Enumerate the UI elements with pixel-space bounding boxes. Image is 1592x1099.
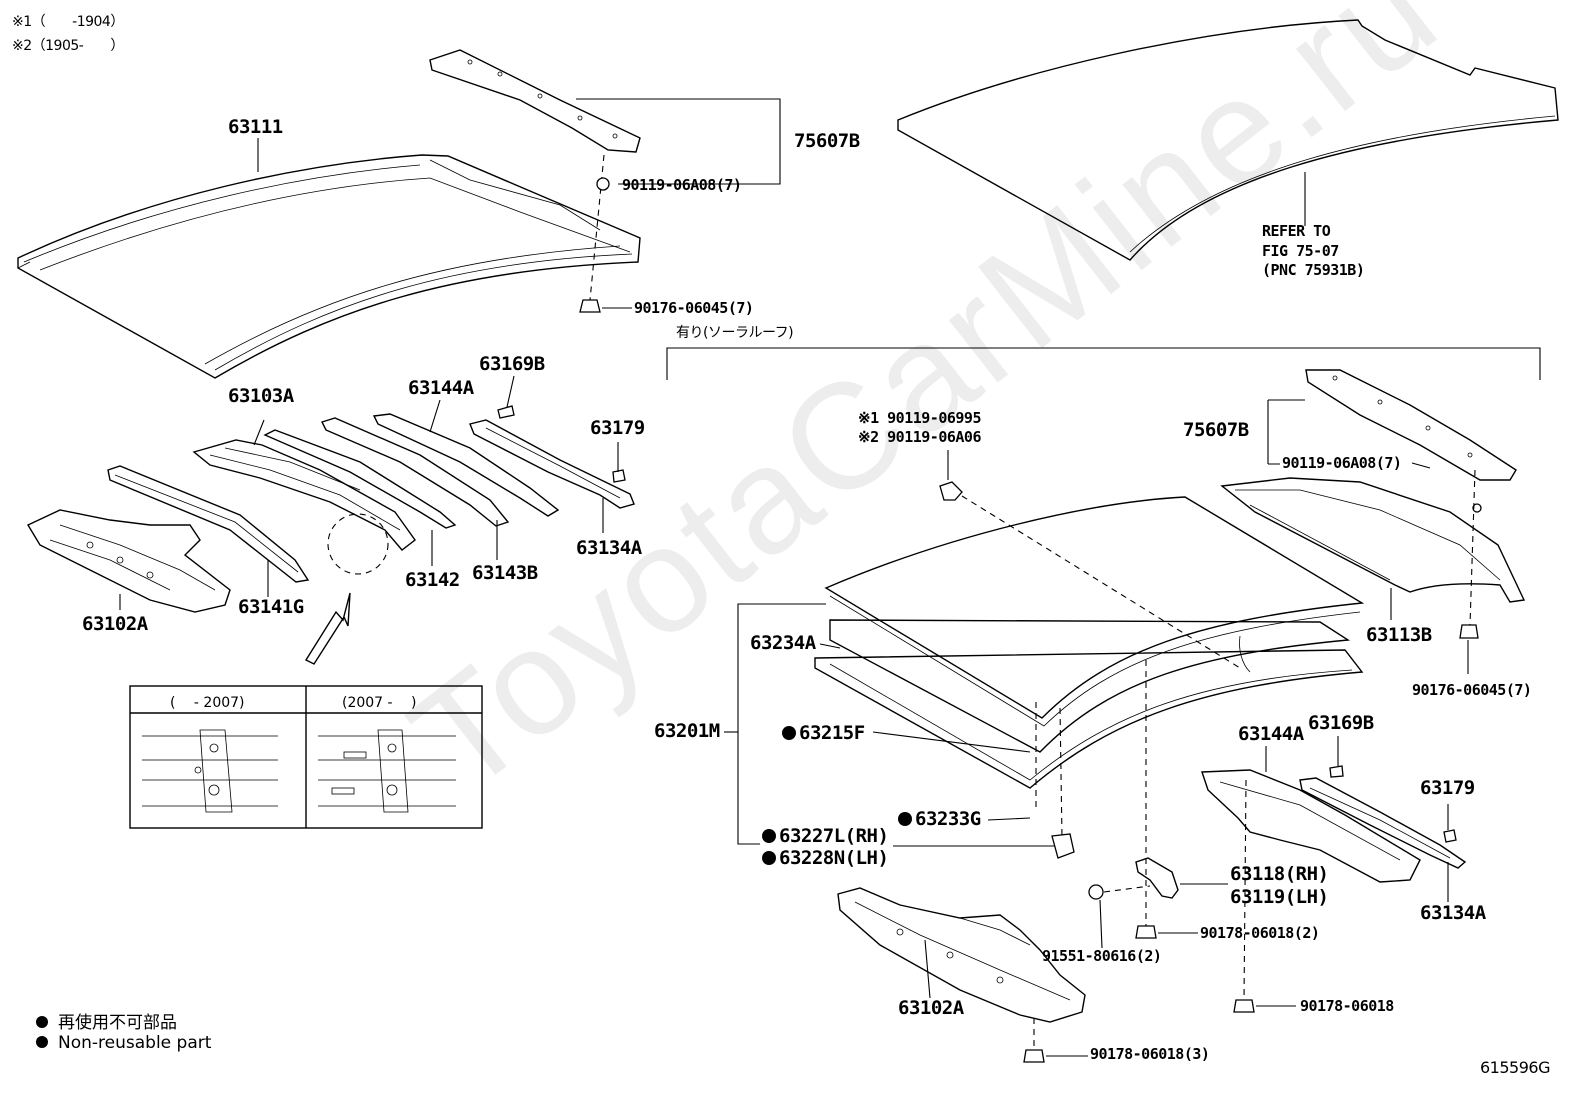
inset-left-title: ( - 2007) <box>170 695 245 711</box>
label-63201M: 63201M <box>654 720 720 742</box>
label-63103A: 63103A <box>228 385 294 407</box>
label-63144A-right: 63144A <box>1238 723 1304 745</box>
label-63169B-right: 63169B <box>1308 712 1374 734</box>
label-90178-06018: 90178-06018 <box>1300 997 1394 1015</box>
rail-63141G <box>107 465 310 583</box>
label-63179-right: 63179 <box>1420 777 1475 799</box>
refer-line-2: FIG 75-07 <box>1262 242 1339 260</box>
label-90178-06018-2: 90178-06018(2) <box>1200 924 1320 942</box>
label-90119-06A08-top: 90119-06A08(7) <box>622 176 742 194</box>
rail-63142 <box>263 429 457 529</box>
label-90119-06A08-right: 90119-06A08(7) <box>1282 454 1402 472</box>
label-63227L: 63227L(RH) <box>762 826 889 846</box>
label-91551-80616: 91551-80616(2) <box>1042 947 1162 965</box>
inset-right-title: (2007 - ) <box>342 695 417 711</box>
solar-roof-note: 有り(ソーラルーフ) <box>676 325 794 341</box>
label-63169B-left: 63169B <box>479 353 545 375</box>
bracket-75607B-right <box>1305 369 1517 481</box>
figure-id: 615596G <box>1480 1058 1550 1077</box>
refer-line-1: REFER TO <box>1262 222 1331 240</box>
label-63143B: 63143B <box>472 562 538 584</box>
label-63142: 63142 <box>405 569 460 591</box>
label-63102A-right: 63102A <box>898 997 964 1019</box>
roof-panel-left <box>17 154 641 379</box>
label-90176-06045-right: 90176-06045(7) <box>1412 681 1532 699</box>
rear-header-63102A-left <box>27 509 231 613</box>
glass-roof-63201M <box>824 496 1365 727</box>
legend-en: Non-reusable part <box>36 1033 211 1053</box>
label-63111: 63111 <box>228 116 283 138</box>
label-63141G: 63141G <box>238 596 304 618</box>
label-90119-06995: ※1 90119-06995 <box>858 409 981 427</box>
rail-63103A <box>192 439 416 551</box>
non-reusable-dot <box>782 726 796 740</box>
rail-63134A-left <box>469 419 635 509</box>
non-reusable-dot <box>762 829 776 843</box>
label-63234A: 63234A <box>750 632 816 654</box>
inset-box <box>129 685 483 829</box>
note-2: ※2（1905- ） <box>12 38 124 54</box>
label-63119: 63119(LH) <box>1230 886 1329 908</box>
rail-63144A-right <box>1201 769 1421 883</box>
legend-jp: 再使用不可部品 <box>36 1008 177 1033</box>
label-90119-06A06: ※2 90119-06A06 <box>858 428 981 446</box>
non-reusable-dot <box>762 851 776 865</box>
legend-dot <box>36 1036 48 1048</box>
label-63179-left: 63179 <box>590 417 645 439</box>
rail-63143B <box>321 417 510 527</box>
rear-header-63102A-right <box>837 887 1086 1023</box>
bracket-75607B-top <box>429 49 641 153</box>
label-63102A-left: 63102A <box>82 613 148 635</box>
label-63233G: 63233G <box>898 809 981 829</box>
rail-63134A-right <box>1299 777 1467 869</box>
seal-63215F <box>814 649 1364 789</box>
non-reusable-dot <box>898 812 912 826</box>
label-63144A-left: 63144A <box>408 377 474 399</box>
label-90176-06045-top: 90176-06045(7) <box>634 299 754 317</box>
note-1: ※1（ -1904） <box>12 14 124 30</box>
label-90178-06018-3: 90178-06018(3) <box>1090 1045 1210 1063</box>
headliner-panel <box>897 19 1559 261</box>
rear-panel-63113B <box>1220 477 1526 603</box>
label-63228N: 63228N(LH) <box>762 848 889 868</box>
refer-line-3: (PNC 75931B) <box>1262 261 1365 279</box>
legend-dot <box>36 1016 48 1028</box>
label-75607B-top: 75607B <box>794 130 860 152</box>
label-63118: 63118(RH) <box>1230 863 1329 885</box>
label-75607B-right: 75607B <box>1183 419 1249 441</box>
label-63215F: 63215F <box>782 723 865 743</box>
label-63134A-right: 63134A <box>1420 902 1486 924</box>
frame-63234A <box>829 619 1351 753</box>
label-63113B: 63113B <box>1366 624 1432 646</box>
label-63134A-left: 63134A <box>576 537 642 559</box>
